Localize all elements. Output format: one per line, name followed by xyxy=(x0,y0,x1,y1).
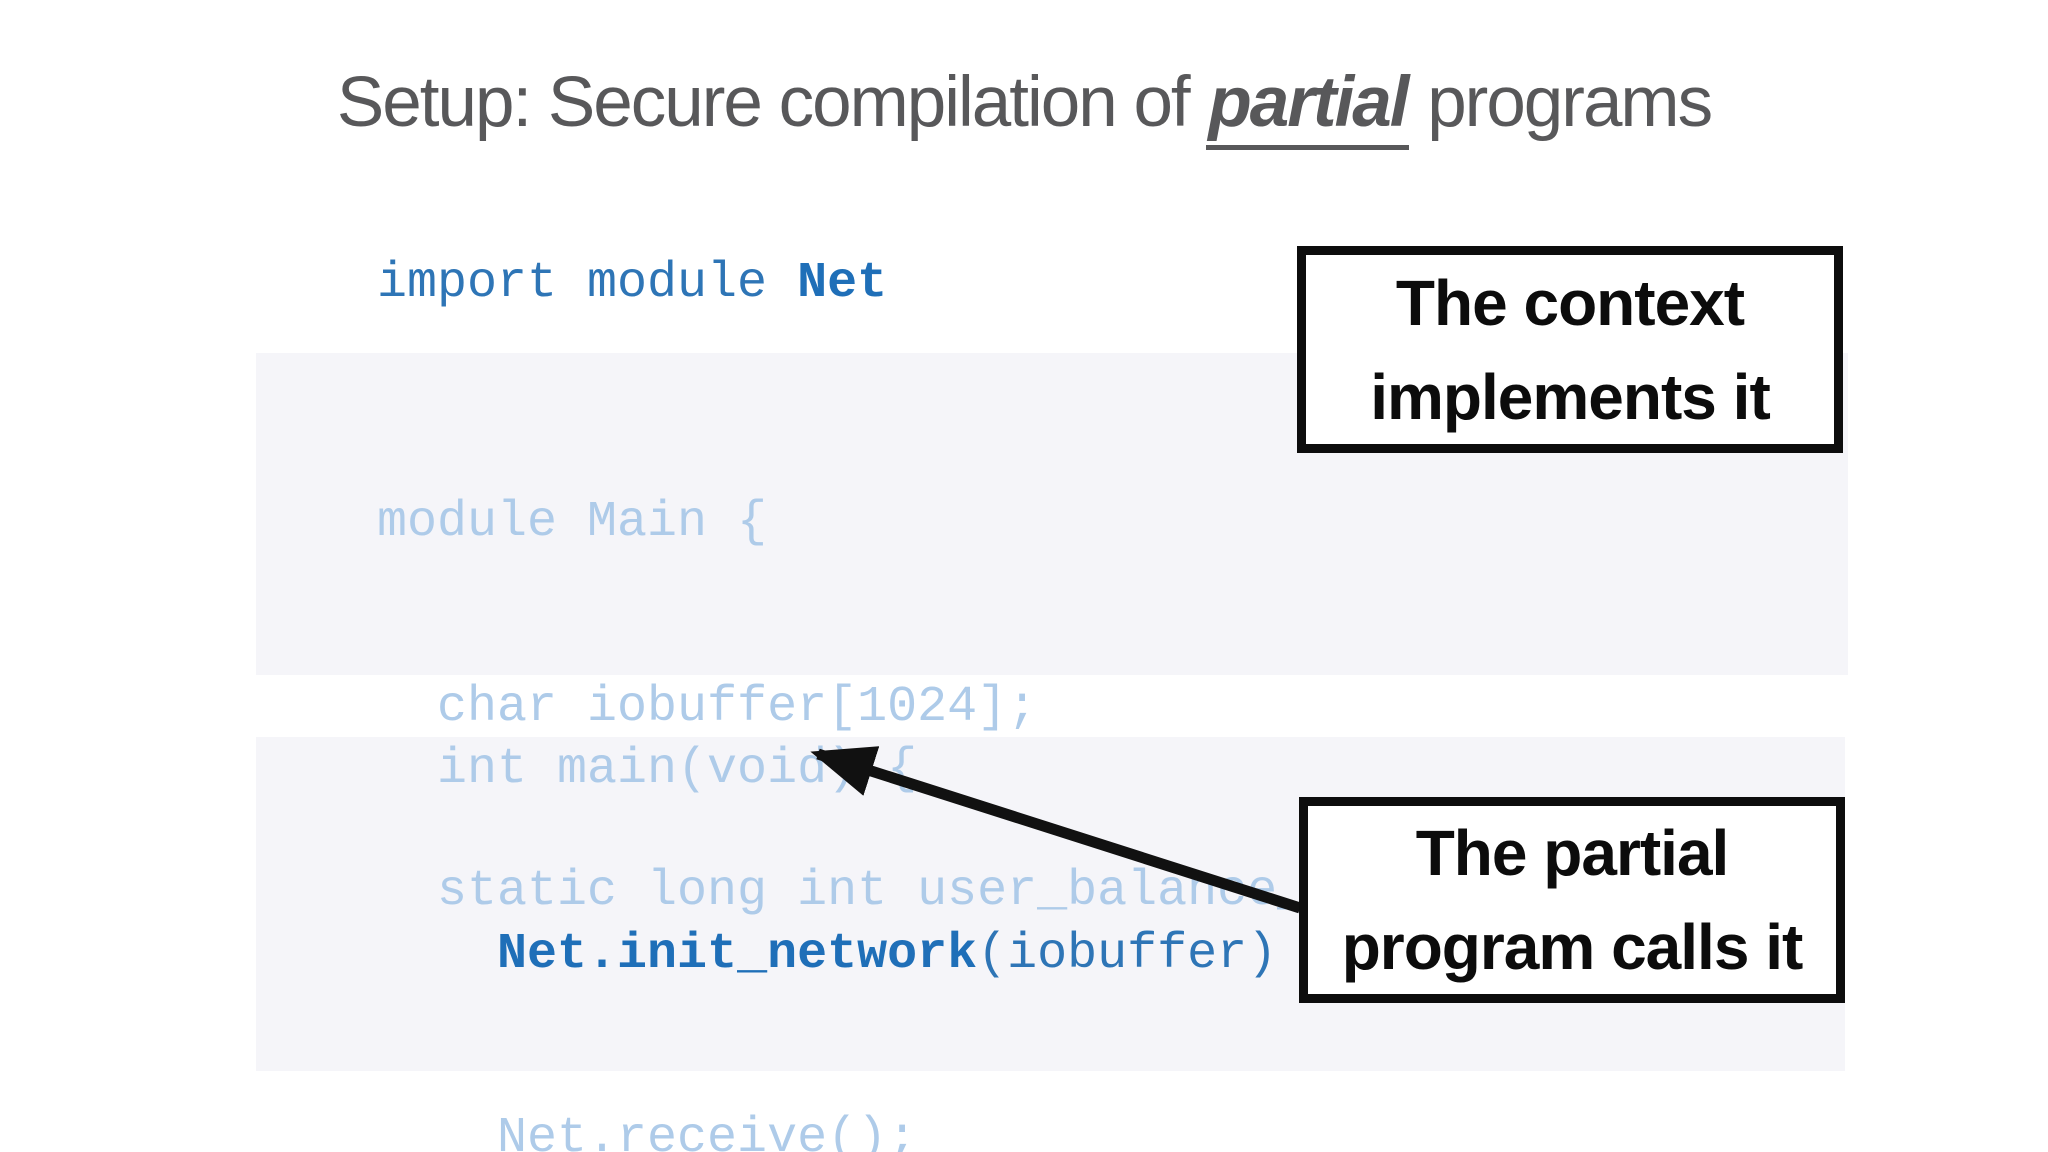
callout-partial-program-calls: The partial program calls it xyxy=(1299,797,1845,1003)
import-keyword: import module xyxy=(377,255,798,312)
code-line-receive-call: Net.receive(); xyxy=(377,1110,918,1152)
code-line-iobuffer: char iobuffer[1024]; xyxy=(377,678,1038,736)
code-line-main-open: int main(void) { xyxy=(377,741,918,798)
code-import-line: import module Net xyxy=(377,253,887,315)
code-line-module-open: module Main { xyxy=(377,494,768,551)
callout-partial-line-1: The partial xyxy=(1415,817,1730,889)
title-suffix: programs xyxy=(1409,63,1713,142)
callout-context-implements: The context implements it xyxy=(1297,246,1843,453)
callout-partial-line-2: program calls it xyxy=(1341,911,1804,983)
call-arguments: (iobuffer) xyxy=(977,925,1278,983)
callout-context-line-1: The context xyxy=(1395,266,1745,339)
title-emphasis: partial xyxy=(1206,62,1409,150)
code-main-block: int main(void) { Net.init_network(iobuff… xyxy=(377,616,1277,1152)
import-module-name: Net xyxy=(797,255,888,312)
title-prefix: Setup: Secure compilation of xyxy=(336,63,1207,142)
slide-title: Setup: Secure compilation of partial pro… xyxy=(0,62,2048,150)
call-indent xyxy=(377,926,497,983)
code-line-init-network-call: Net.init_network(iobuffer) xyxy=(377,924,1277,986)
callout-context-line-2: implements it xyxy=(1370,360,1771,433)
call-function-name: Net.init_network xyxy=(497,925,978,983)
